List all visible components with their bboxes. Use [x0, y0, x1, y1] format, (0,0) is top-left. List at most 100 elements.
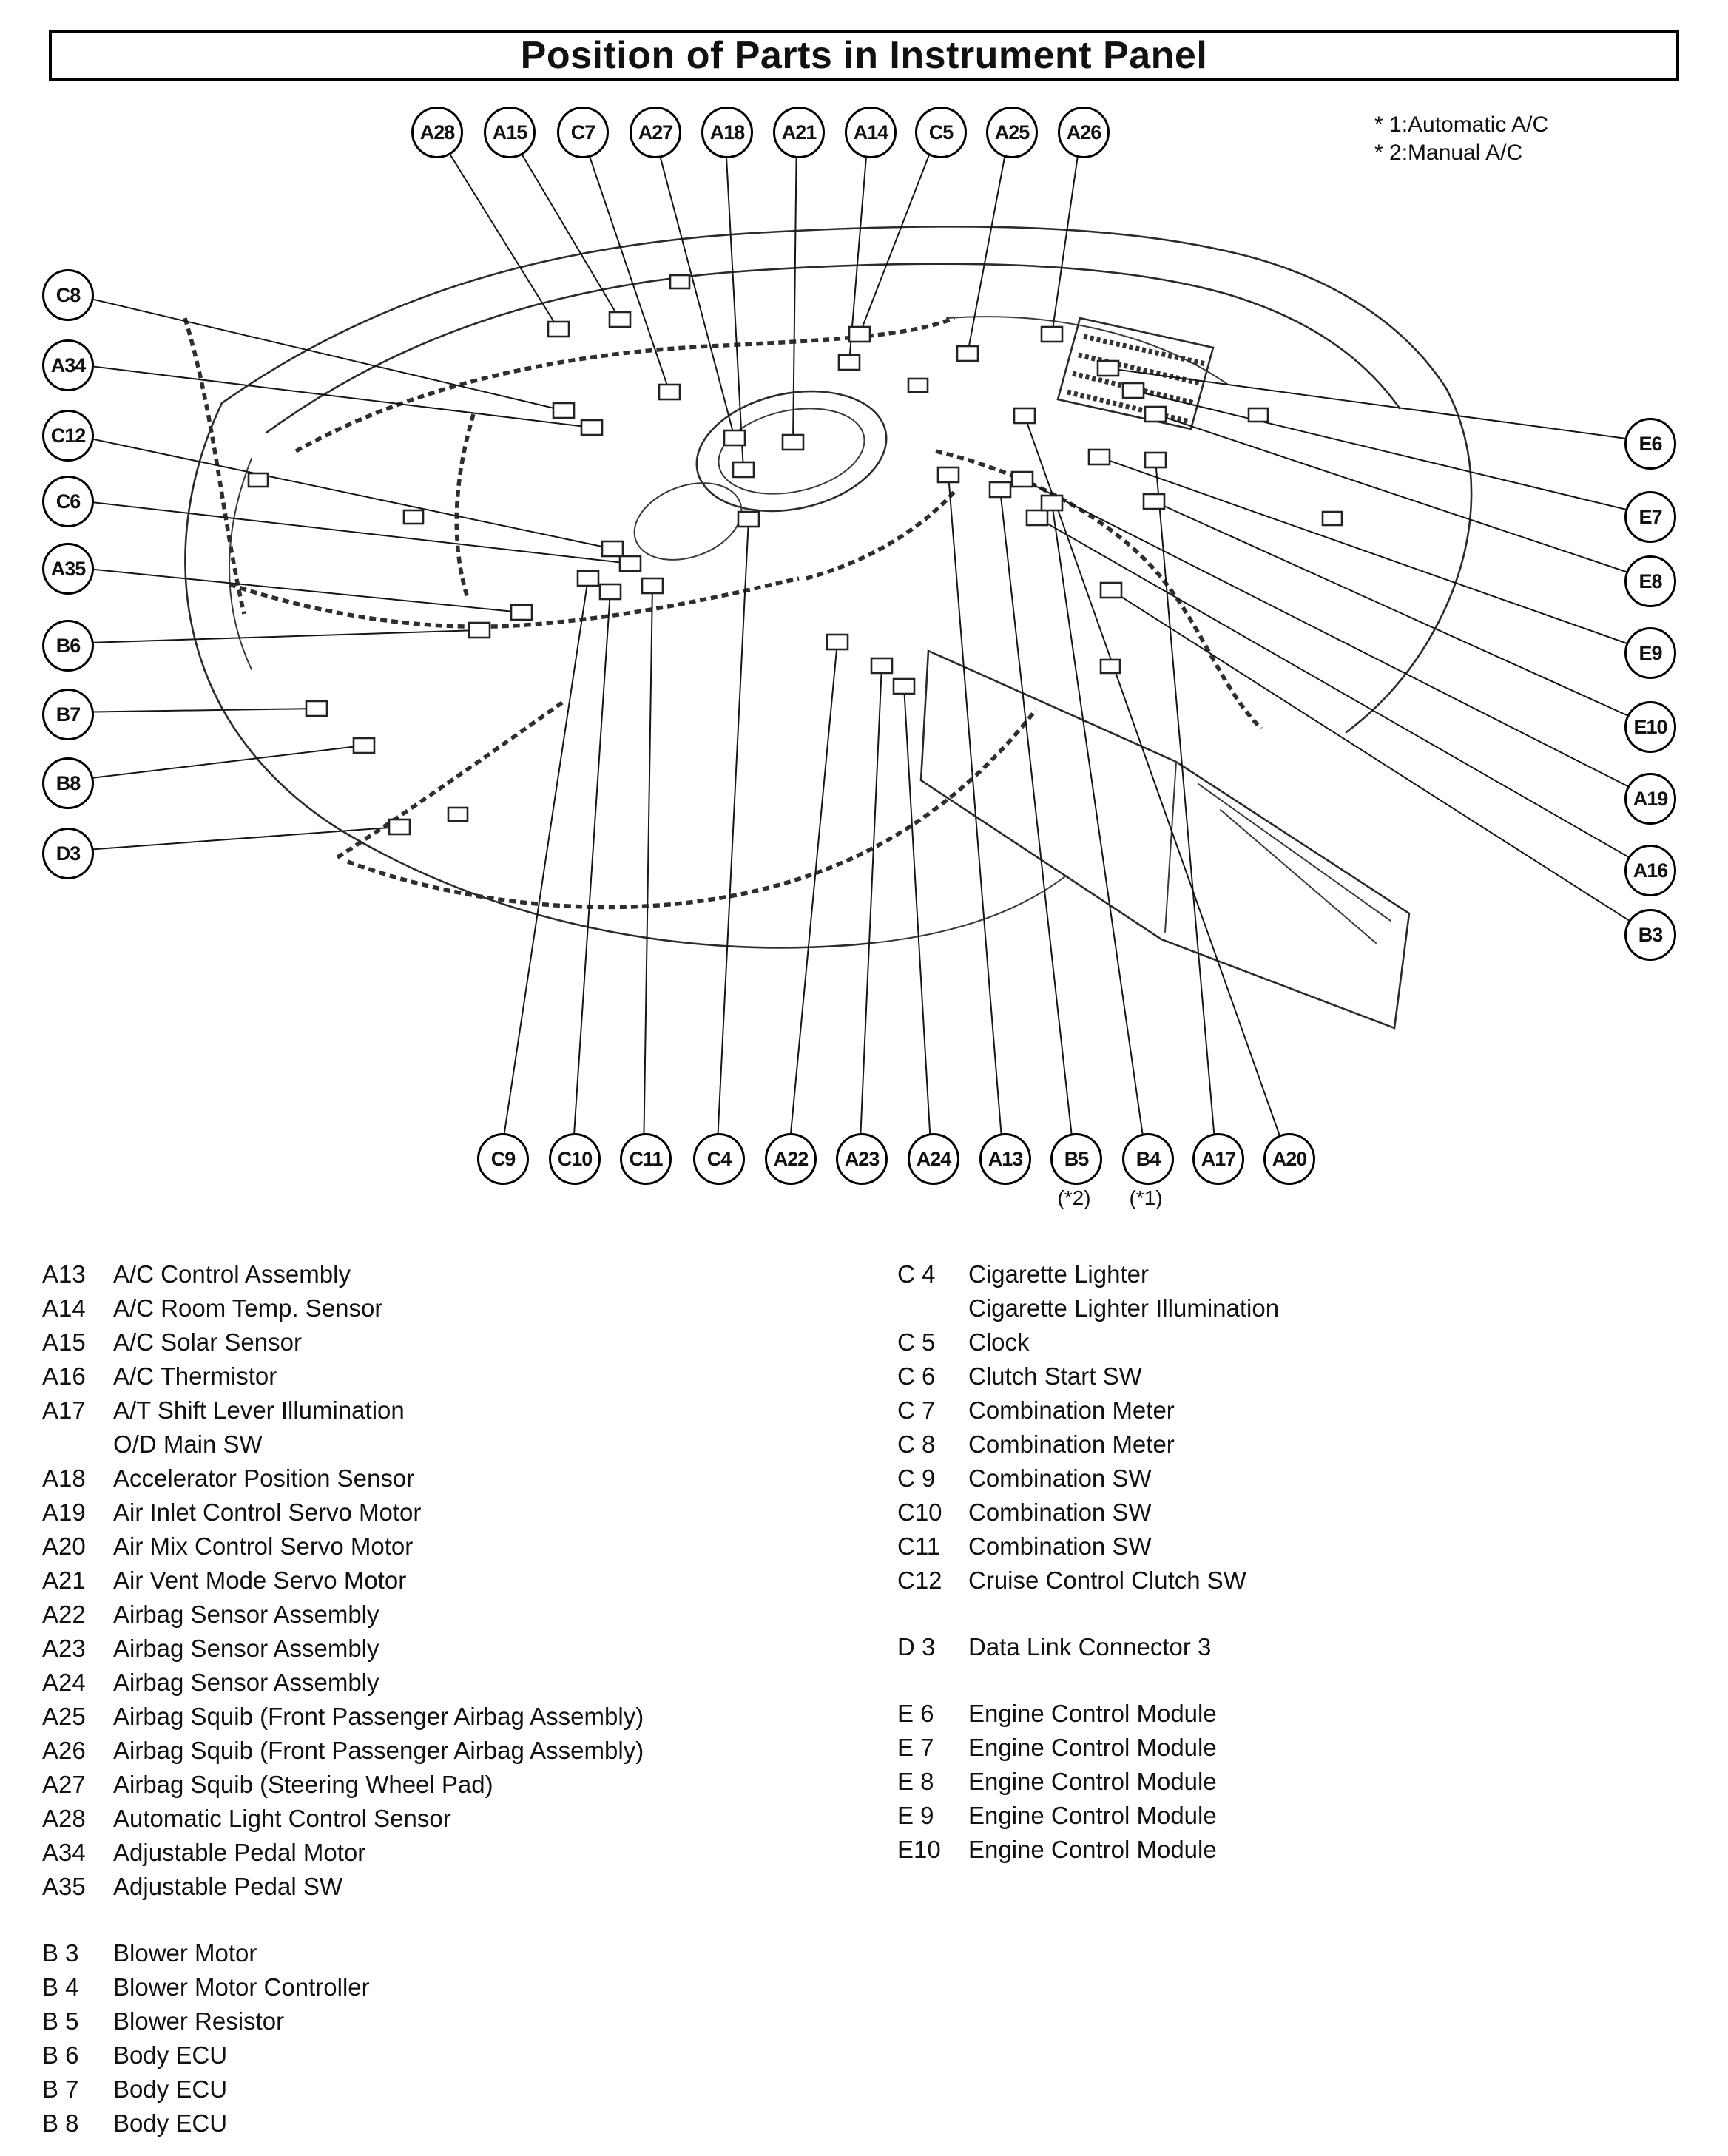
legend-name: Air Vent Mode Servo Motor [113, 1567, 407, 1594]
legend-code: B 4 [42, 1973, 79, 2001]
legend-name: Airbag Squib (Front Passenger Airbag Ass… [113, 1737, 644, 1764]
legend-entry-c9: C 9 Combination SW [897, 1461, 1279, 1496]
page-title: Position of Parts in Instrument Panel [520, 34, 1208, 77]
legend-name: A/C Control Assembly [113, 1260, 351, 1288]
ac-note-line1: * 1:Automatic A/C [1374, 112, 1549, 137]
legend-column-left: A13 A/C Control Assembly A14 A/C Room Temp… [42, 1257, 644, 2140]
legend-code: E10 [897, 1836, 941, 1863]
legend-code: A24 [42, 1669, 86, 1696]
legend-gap [897, 1664, 1279, 1697]
callout-C11: C11 [620, 1133, 672, 1185]
legend-name: Body ECU [113, 2109, 228, 2137]
legend-code: A13 [42, 1260, 86, 1288]
legend-name: Blower Motor [113, 1939, 257, 1967]
legend-name: A/C Solar Sensor [113, 1328, 302, 1356]
callout-label: B8 [55, 771, 81, 794]
callout-label: A14 [853, 121, 889, 143]
legend-code: B 6 [42, 2041, 79, 2069]
callout-label: A13 [988, 1147, 1024, 1170]
legend-code: A18 [42, 1464, 86, 1492]
legend-name: Combination SW [968, 1464, 1152, 1492]
callout-A34: A34 [42, 339, 94, 391]
callout-label: C8 [55, 283, 81, 306]
legend-code: C10 [897, 1498, 942, 1526]
callout-C12: C12 [42, 410, 94, 462]
callout-A19: A19 [1624, 773, 1676, 825]
legend-code: A16 [42, 1362, 86, 1390]
callout-A13: A13 [979, 1133, 1031, 1185]
callout-A14: A14 [845, 107, 897, 158]
callout-label: C7 [570, 121, 596, 143]
callout-B7: B7 [42, 689, 94, 740]
callout-A35: A35 [42, 543, 94, 595]
legend-code: A25 [42, 1703, 86, 1730]
legend-code: C11 [897, 1532, 941, 1560]
callout-label: B5 [1064, 1147, 1090, 1170]
legend-entry-a14: A14 A/C Room Temp. Sensor [42, 1291, 644, 1325]
callout-E7: E7 [1624, 491, 1676, 543]
callout-E6: E6 [1624, 418, 1676, 470]
legend-code [42, 1427, 113, 1461]
callout-label: A20 [1272, 1147, 1308, 1170]
callout-label: C11 [629, 1147, 663, 1170]
legend-code: A19 [42, 1498, 86, 1526]
callout-label: A17 [1201, 1147, 1237, 1170]
legend-name: A/C Room Temp. Sensor [113, 1294, 383, 1322]
legend-code: E 7 [897, 1734, 934, 1761]
legend-name: Airbag Sensor Assembly [113, 1669, 379, 1696]
legend-code: B 3 [42, 1939, 79, 1967]
legend-name: Air Mix Control Servo Motor [113, 1532, 414, 1560]
callout-label: A24 [916, 1147, 952, 1170]
legend-code: D 3 [897, 1633, 936, 1660]
callout-label: C9 [490, 1147, 516, 1170]
callout-A27: A27 [630, 107, 681, 158]
callout-label: A35 [50, 557, 87, 580]
legend-code: E 6 [897, 1700, 934, 1727]
legend-name: Air Inlet Control Servo Motor [113, 1498, 422, 1526]
callout-C5: C5 [915, 107, 967, 158]
callout-C10: C10 [549, 1133, 601, 1185]
legend-code: C 9 [897, 1464, 936, 1492]
ac-note-line2: * 2:Manual A/C [1374, 141, 1523, 165]
legend-code: A20 [42, 1532, 86, 1560]
legend-entry-a13: A13 A/C Control Assembly [42, 1257, 644, 1291]
legend-name: Adjustable Pedal Motor [113, 1839, 366, 1866]
callout-B6: B6 [42, 620, 94, 672]
legend-code: E 9 [897, 1802, 934, 1829]
legend-code: C 5 [897, 1328, 936, 1356]
legend-name: O/D Main SW [113, 1430, 263, 1458]
legend-name: Combination Meter [968, 1396, 1175, 1424]
callout-D3: D3 [42, 828, 94, 879]
callout-B5: B5 [1050, 1133, 1102, 1185]
callout-label: C6 [55, 490, 81, 513]
legend-name: Body ECU [113, 2075, 228, 2103]
callout-A28: A28 [411, 107, 463, 158]
legend-code: E 8 [897, 1768, 934, 1795]
legend-name: Automatic Light Control Sensor [113, 1805, 451, 1832]
legend-entry-a24: A24 Airbag Sensor Assembly [42, 1666, 644, 1700]
callout-E10: E10 [1624, 701, 1676, 753]
legend-code: A14 [42, 1294, 86, 1322]
callout-label: E6 [1638, 432, 1662, 455]
legend-name: Airbag Sensor Assembly [113, 1601, 379, 1628]
callout-label: E8 [1638, 570, 1662, 592]
callout-label: A25 [994, 121, 1030, 143]
callout-E8: E8 [1624, 555, 1676, 607]
callout-C9: C9 [477, 1133, 529, 1185]
callout-label: A16 [1633, 859, 1669, 882]
ac-type-note: * 1:Automatic A/C * 2:Manual A/C [1374, 111, 1548, 167]
legend-code: C12 [897, 1567, 942, 1594]
